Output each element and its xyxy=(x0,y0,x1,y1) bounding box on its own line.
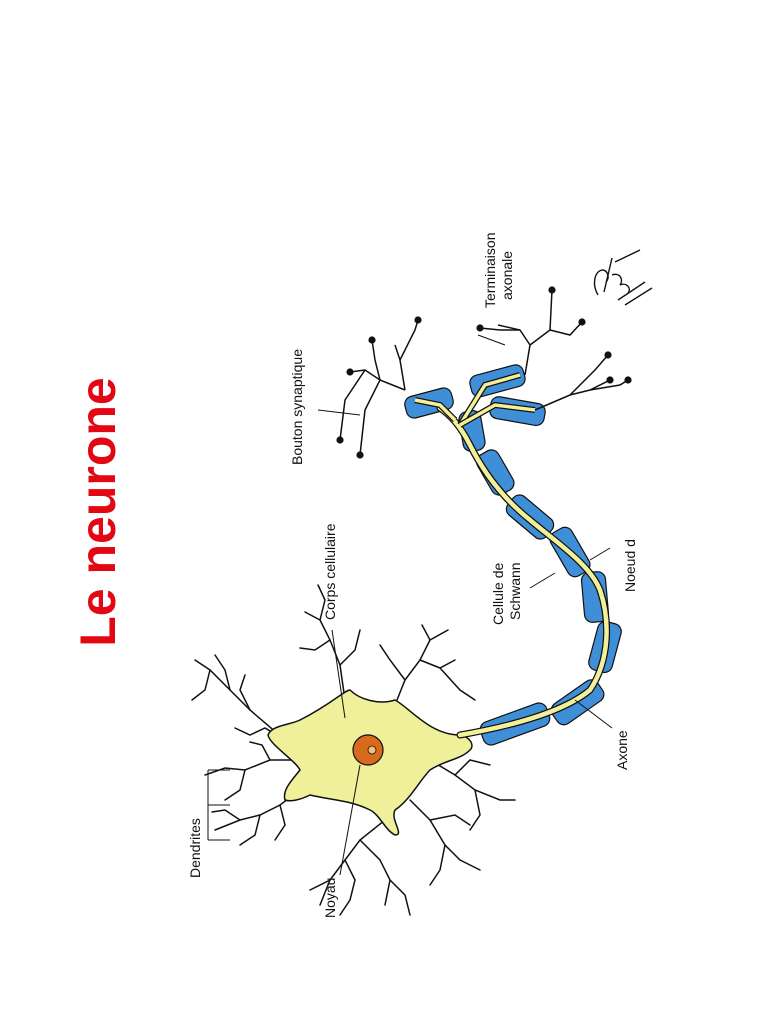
axon-terminals xyxy=(336,286,632,459)
label-cellule-de-schwann-line2: Schwann xyxy=(507,562,523,620)
label-terminaison-line2: axonale xyxy=(499,251,515,300)
label-axone: Axone xyxy=(614,730,630,770)
label-cellule-de-schwann-line1: Cellule de xyxy=(490,563,506,625)
label-noeud: Noeud d xyxy=(622,539,638,592)
label-noyau: Noyau xyxy=(322,878,338,918)
label-corps-cellulaire: Corps cellulaire xyxy=(322,523,338,620)
label-dendrites: Dendrites xyxy=(187,818,203,878)
nucleolus xyxy=(367,745,377,755)
leader-lines xyxy=(207,334,613,876)
label-terminaison-line1: Terminaison xyxy=(482,233,498,308)
author-signature xyxy=(593,249,653,306)
label-bouton-synaptique: Bouton synaptique xyxy=(289,349,305,465)
